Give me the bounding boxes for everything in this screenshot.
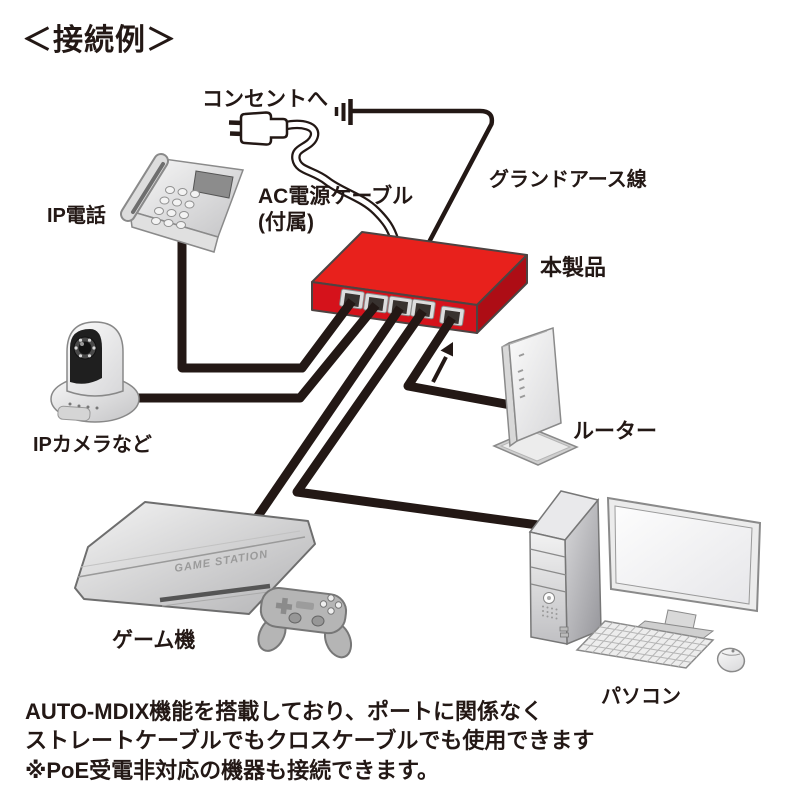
disc-slot <box>159 583 271 603</box>
router-leds <box>517 353 526 399</box>
switch-right-face <box>476 254 528 334</box>
tower-vents <box>542 605 558 620</box>
note-line-1: AUTO-MDIX機能を搭載しており、ポートに関係なく <box>25 699 543 724</box>
cable-to-ip-phone <box>177 237 356 373</box>
label-pc: パソコン <box>601 685 681 708</box>
uplink-arrow <box>431 342 453 383</box>
phone-keypad <box>151 186 200 229</box>
cable-to-game-console <box>252 305 404 522</box>
pc-monitor <box>606 496 762 644</box>
pc-keyboard <box>575 620 715 669</box>
cable-to-pc <box>292 308 546 531</box>
lan-cables <box>137 237 546 531</box>
ground-wire-path <box>352 108 495 248</box>
game-controller-illustration <box>257 586 353 659</box>
label-ac-cable-1: AC電源ケーブル <box>258 184 413 208</box>
product-switch-illustration <box>311 231 528 334</box>
label-ground-wire: グランドアース線 <box>489 167 647 191</box>
controller-dpad <box>275 597 293 615</box>
power-plug-icon <box>228 111 289 146</box>
pc-tower <box>528 490 602 646</box>
label-router: ルーター <box>573 420 657 443</box>
note-line-2: ストレートケーブルでもクロスケーブルでも使用できます <box>25 728 594 753</box>
phone-display <box>192 170 234 199</box>
label-product: 本製品 <box>540 255 606 280</box>
label-outlet: コンセントへ <box>202 88 328 111</box>
ground-wire-line <box>334 99 495 248</box>
ac-cable-inner <box>281 121 398 244</box>
cable-to-ip-camera <box>137 302 380 403</box>
camera-lens <box>73 336 97 360</box>
earth-symbol-icon <box>334 99 353 125</box>
ac-power-cable-illustration <box>228 111 400 246</box>
pc-mouse <box>716 647 746 673</box>
controller-buttons <box>319 594 343 615</box>
ip-camera-illustration <box>50 321 140 423</box>
router-illustration <box>492 326 579 466</box>
ip-phone-illustration <box>120 153 245 253</box>
label-ip-camera: IPカメラなど <box>33 433 152 456</box>
cable-to-router <box>403 315 517 411</box>
label-ip-phone: IP電話 <box>47 203 106 227</box>
pc-illustration <box>528 490 762 673</box>
note-line-3: ※PoE受電非対応の機器も接続できます。 <box>25 758 439 783</box>
handset <box>122 155 167 220</box>
page-title: ＜接続例＞ <box>22 24 177 57</box>
label-ac-cable-2: (付属) <box>258 211 314 234</box>
game-console-illustration: GAME STATION <box>74 501 316 615</box>
label-game-console: ゲーム機 <box>112 628 195 652</box>
